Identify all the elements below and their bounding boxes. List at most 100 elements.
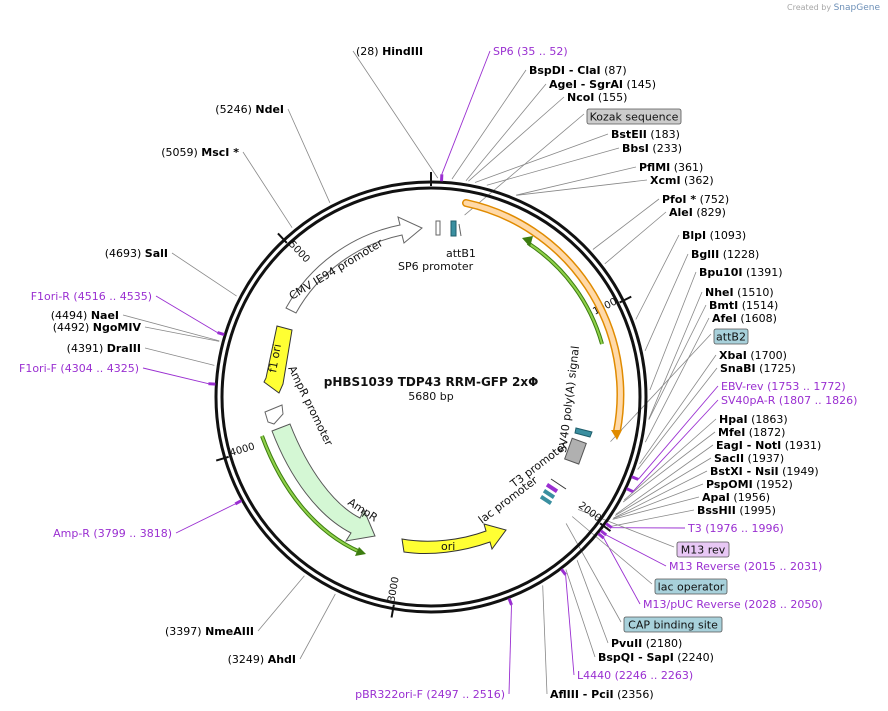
- leader-xbai: [639, 354, 717, 465]
- feature-box-text-lacop: lac operator: [658, 581, 725, 594]
- leader-msci: [242, 151, 293, 228]
- leader-bsshii: [607, 509, 695, 528]
- enzyme-position-bglii: (1228): [719, 248, 759, 261]
- primer-leader-sv40pa-r: [632, 399, 719, 492]
- enzyme-label-sali: (4693) SalI: [105, 247, 168, 260]
- enzyme-label-psp0mi: PspOMI (1952): [706, 478, 793, 491]
- enzyme-position-bstxi-nsii: (1949): [779, 465, 819, 478]
- primer-name-l4440: L4440: [577, 669, 611, 682]
- primer-name-sp6: SP6: [493, 45, 514, 58]
- enzyme-position-sali: (4693): [105, 247, 145, 260]
- enzyme-position-mfei: (1872): [745, 426, 785, 439]
- primer-range-f1ori-r: (4516 .. 4535): [70, 290, 152, 303]
- leader-sacii: [614, 457, 712, 516]
- t3-promoter-mark: [550, 478, 567, 490]
- enzyme-label-xbai: XbaI (1700): [719, 349, 787, 362]
- enzyme-position-xbai: (1700): [747, 349, 787, 362]
- enzyme-label-snabi: SnaBI (1725): [720, 362, 796, 375]
- primer-name-sv40pa-r: SV40pA-R: [721, 394, 776, 407]
- leader-draiii: [144, 347, 215, 366]
- primer-mark-m13-puc-reverse: [597, 532, 605, 540]
- enzyme-position-ahdi: (3249): [228, 653, 268, 666]
- enzyme-name-sacii: SacII: [714, 452, 744, 465]
- primer-label-amp-r: Amp-R (3799 .. 3818): [53, 527, 172, 540]
- leader-afei: [644, 317, 710, 443]
- leader-pfoi: [592, 198, 660, 250]
- enzyme-name-pfoi: PfoI *: [662, 193, 696, 206]
- feature-box-text-attb2: attB2: [716, 331, 746, 344]
- enzyme-position-bspqi-sapi: (2240): [674, 651, 714, 664]
- sv40-polya-label: SV40 poly(A) signal: [556, 345, 582, 453]
- enzyme-name-nmeaiii: NmeAIII: [205, 625, 254, 638]
- enzyme-position-msci: (5059): [161, 146, 201, 159]
- enzyme-label-alei: AleI (829): [669, 206, 726, 219]
- leader-apai: [612, 496, 700, 520]
- enzyme-name-hpai: HpaI: [719, 413, 748, 426]
- enzyme-name-xbai: XbaI: [719, 349, 747, 362]
- tick-label-4000: 4000: [229, 441, 257, 459]
- enzyme-position-pfoi: (752): [696, 193, 729, 206]
- enzyme-label-bstxi-nsii: BstXI - NsiI (1949): [710, 465, 819, 478]
- enzyme-position-blpi: (1093): [706, 229, 746, 242]
- enzyme-name-naei: NaeI: [91, 309, 119, 322]
- primer-range-t3: (1976 .. 1996): [702, 522, 784, 535]
- feature-box-lacop: [654, 578, 728, 595]
- enzyme-label-bmti: BmtI (1514): [709, 299, 778, 312]
- primer-mark-amp-r: [234, 499, 243, 506]
- enzyme-name-eagi-noti: EagI - NotI: [716, 439, 781, 452]
- enzyme-position-pflmi: (361): [670, 161, 703, 174]
- leader-ngomiv: [144, 326, 220, 342]
- enzyme-position-afei: (1608): [737, 312, 777, 325]
- enzyme-name-pflmi: PflMI: [639, 161, 670, 174]
- primer-name-amp-r: Amp-R: [53, 527, 90, 540]
- enzyme-position-ngomiv: (4492): [53, 321, 93, 334]
- leader-mfei: [622, 431, 716, 503]
- primer-label-m13-puc-reverse: M13/pUC Reverse (2028 .. 2050): [643, 598, 823, 611]
- primer-name-pbr322ori-f: pBR322ori-F: [355, 688, 423, 701]
- box-leader-kozak: [464, 113, 585, 216]
- attb1-box: [450, 220, 457, 237]
- enzyme-name-afei: AfeI: [712, 312, 737, 325]
- enzyme-name-ngomiv: NgoMIV: [93, 321, 142, 334]
- primer-range-f1ori-f: (4304 .. 4325): [57, 362, 139, 375]
- enzyme-name-alei: AleI: [669, 206, 693, 219]
- primer-range-sv40pa-r: (1807 .. 1826): [775, 394, 857, 407]
- enzyme-position-bsshii: (1995): [736, 504, 776, 517]
- leader-hpai: [623, 418, 717, 501]
- plasmid-length: 5680 bp: [408, 390, 453, 403]
- enzyme-name-bsshii: BssHII: [697, 504, 736, 517]
- cmv-promoter-arrow: [285, 216, 423, 314]
- enzyme-label-bsteii: BstEII (183): [611, 128, 680, 141]
- enzyme-name-agei-sgrai: AgeI - SgrAI: [549, 78, 623, 91]
- primer-leader-m13-puc-reverse: [603, 537, 641, 605]
- primer-leader-ebv-rev: [637, 385, 719, 480]
- tick-mark-4000: [215, 455, 229, 462]
- enzyme-position-nmeaiii: (3397): [165, 625, 205, 638]
- primer-leader-l4440: [565, 574, 575, 676]
- enzyme-position-hpai: (1863): [748, 413, 788, 426]
- primer-range-l4440: (2246 .. 2263): [611, 669, 693, 682]
- primer-range-m13-reverse: (2015 .. 2031): [740, 560, 822, 573]
- leader-bspqi-sapi: [565, 569, 596, 658]
- sp6-promoter-label: SP6 promoter: [398, 260, 474, 273]
- leader-alei: [604, 211, 667, 265]
- primer-name-ebv-rev: EBV-rev: [721, 380, 764, 393]
- primer-label-sv40pa-r: SV40pA-R (1807 .. 1826): [721, 394, 857, 407]
- enzyme-name-nhei: NheI: [705, 286, 734, 299]
- ampr-green-arc-inner: [261, 435, 361, 553]
- enzyme-name-sali: SalI: [145, 247, 168, 260]
- credit-prefix: Created by: [787, 3, 832, 12]
- ampr-green-arrowhead: [355, 547, 366, 556]
- f1-ori-label: f1 ori: [266, 343, 284, 374]
- enzyme-position-apai: (1956): [730, 491, 770, 504]
- enzyme-label-pfoi: PfoI * (752): [662, 193, 729, 206]
- enzyme-position-hindiii: (28): [356, 45, 382, 58]
- enzyme-name-apai: ApaI: [702, 491, 730, 504]
- box-leader-lacop: [571, 516, 653, 585]
- primer-label-pbr322ori-f: pBR322ori-F (2497 .. 2516): [355, 688, 505, 701]
- leader-blpi: [635, 234, 680, 320]
- enzyme-label-bspqi-sapi: BspQI - SapI (2240): [598, 651, 714, 664]
- enzyme-label-msci: (5059) MscI *: [161, 146, 239, 159]
